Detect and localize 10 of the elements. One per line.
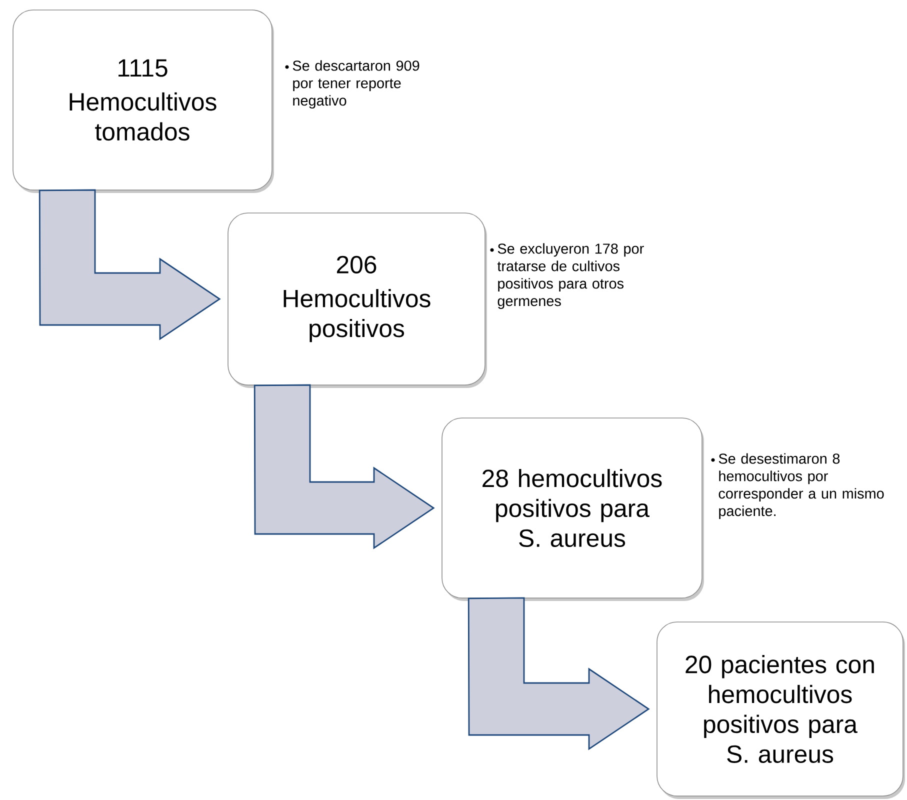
process-box: 206 Hemocultivos positivos [228, 212, 487, 388]
process-box: 20 pacientes con hemocultivos positivos para S. aureus [656, 622, 905, 799]
bent-arrow [254, 384, 435, 550]
bent-arrow [38, 189, 221, 340]
bullet-note: Se excluyeron 178 por tratarse de cultivos positivos para otros germenes [490, 243, 644, 309]
bent-arrow [468, 597, 650, 750]
process-box: 1115 Hemocultivos tomados [12, 10, 274, 193]
bullet-note: Se desestimaron 8 hemocultivos por corresponder a un mismo paciente. [711, 453, 884, 519]
bullet-note: Se descartaron 909 por tener reporte negativo [285, 60, 420, 109]
process-box: 28 hemocultivos positivos para S. aureus [442, 418, 704, 601]
